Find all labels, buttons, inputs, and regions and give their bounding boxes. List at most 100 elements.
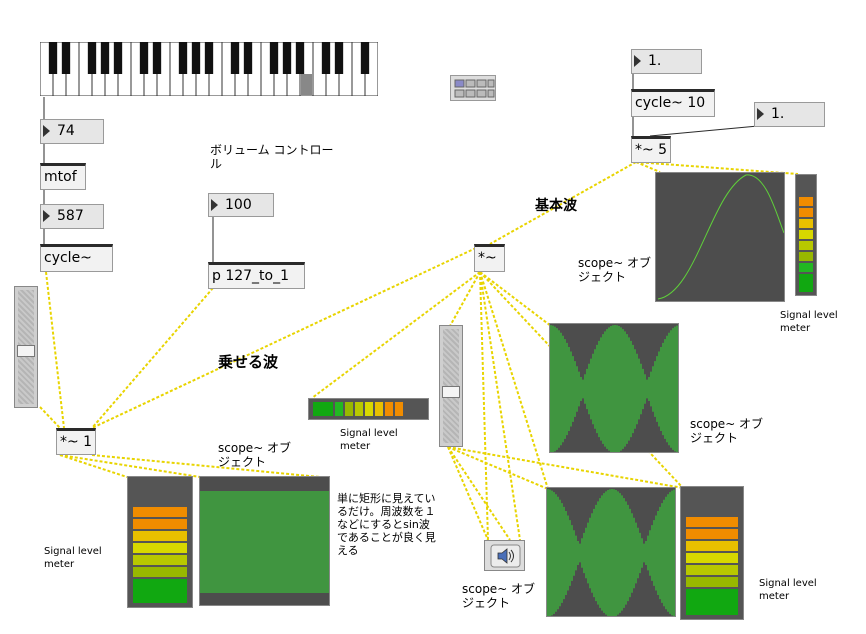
number-arrow-icon	[43, 125, 50, 137]
meter-seg	[133, 579, 187, 603]
multiply-object-center[interactable]: *~	[474, 244, 505, 272]
volume-value: 100	[225, 197, 252, 213]
meter-seg	[686, 517, 738, 527]
number-arrow-icon	[43, 210, 50, 222]
black-key[interactable]	[178, 42, 188, 74]
subpatch-label: p 127_to_1	[212, 268, 290, 284]
meter-seg	[686, 529, 738, 539]
cycle-object-left[interactable]: cycle~	[40, 244, 113, 272]
meter-seg	[313, 402, 333, 416]
meter-seg	[799, 208, 813, 217]
meter-seg	[686, 589, 738, 615]
black-key[interactable]	[113, 42, 123, 74]
black-key[interactable]	[360, 42, 370, 74]
number-arrow-icon	[757, 108, 764, 120]
black-key[interactable]	[230, 42, 240, 74]
speaker-icon	[490, 544, 521, 568]
black-key[interactable]	[321, 42, 331, 74]
meter-seg	[395, 402, 403, 416]
meter-seg	[133, 519, 187, 529]
explanation-note: 単に矩形に見えているだけ。周波数を１などにするとsin波であることが良く見える	[337, 492, 436, 557]
meter-seg	[686, 577, 738, 587]
volume-slider-left[interactable]	[14, 286, 38, 408]
fundamental-wave-label: 基本波	[535, 198, 577, 214]
volume-slider-center[interactable]	[439, 325, 463, 447]
black-key[interactable]	[152, 42, 162, 74]
frequency-box[interactable]: 587	[40, 204, 104, 229]
signal-meter-bottom-right	[680, 486, 744, 620]
black-key[interactable]	[100, 42, 110, 74]
gain-box[interactable]: 1.	[754, 102, 825, 127]
meter-seg	[133, 555, 187, 565]
black-key[interactable]	[204, 42, 214, 74]
slider-knob[interactable]	[442, 386, 460, 398]
meter-seg	[799, 219, 813, 228]
black-key[interactable]	[87, 42, 97, 74]
scope-label-middle: scope~ オブジェクト	[690, 417, 764, 445]
scope-label-bottom-center: scope~ オブジェクト	[462, 582, 536, 610]
subpatch-object[interactable]: p 127_to_1	[208, 262, 305, 289]
number-arrow-icon	[634, 55, 641, 67]
black-key[interactable]	[61, 42, 71, 74]
signal-meter-label-bottom-right: Signal level meter	[759, 578, 817, 602]
meter-seg	[365, 402, 373, 416]
mtof-object[interactable]: mtof	[40, 163, 86, 190]
black-key[interactable]	[191, 42, 201, 74]
meter-seg	[799, 263, 813, 272]
black-key[interactable]	[269, 42, 279, 74]
black-key[interactable]	[282, 42, 292, 74]
note-number-value: 74	[57, 123, 75, 139]
frequency-value: 587	[57, 208, 84, 224]
scope-sine[interactable]	[655, 172, 785, 302]
osc-freq-box[interactable]: 1.	[631, 49, 702, 74]
mtof-label: mtof	[44, 169, 77, 185]
active-key-highlight	[301, 74, 312, 95]
cycle-label-right: cycle~ 10	[635, 95, 706, 111]
multiply-label-center: *~	[478, 250, 497, 266]
signal-meter-top-right	[795, 174, 817, 296]
scope-square[interactable]	[199, 476, 330, 606]
black-key[interactable]	[295, 42, 305, 74]
cycle-label-left: cycle~	[44, 250, 92, 266]
multiply-object-left[interactable]: *~ 1	[56, 428, 96, 455]
meter-seg	[799, 252, 813, 261]
signal-meter-horizontal	[308, 398, 429, 420]
scope-label-bottom-left: scope~ オブジェクト	[218, 441, 292, 469]
black-key[interactable]	[243, 42, 253, 74]
gain-value: 1.	[771, 106, 785, 122]
slider-knob[interactable]	[17, 345, 35, 357]
signal-meter-label-center: Signal level meter	[340, 428, 398, 452]
multiply-label-left: *~ 1	[60, 434, 93, 450]
meter-seg	[375, 402, 383, 416]
note-number-box[interactable]: 74	[40, 119, 104, 144]
signal-meter-label-top-right: Signal level meter	[780, 310, 838, 334]
meter-seg	[133, 507, 187, 517]
meter-seg	[345, 402, 353, 416]
meter-seg	[133, 543, 187, 553]
meter-seg	[133, 531, 187, 541]
black-key[interactable]	[334, 42, 344, 74]
modulating-wave-label: 乗せる波	[218, 353, 279, 371]
scope-label-top-right: scope~ オブジェクト	[578, 256, 652, 284]
meter-seg	[133, 567, 187, 577]
cycle-object-right[interactable]: cycle~ 10	[631, 89, 715, 117]
black-key[interactable]	[48, 42, 58, 74]
black-key[interactable]	[139, 42, 149, 74]
meter-seg	[799, 230, 813, 239]
multiply-object-right[interactable]: *~ 5	[631, 136, 671, 163]
osc-freq-value: 1.	[648, 53, 662, 69]
scope-am-middle[interactable]	[549, 323, 679, 453]
meter-seg	[799, 241, 813, 250]
multiply-label-right: *~ 5	[635, 142, 668, 158]
meter-seg	[686, 553, 738, 563]
dac-speaker-button[interactable]	[484, 540, 525, 571]
number-arrow-icon	[211, 199, 218, 211]
scope-am-bottom[interactable]	[546, 487, 676, 617]
piano-keyboard[interactable]	[40, 42, 378, 96]
matrix-grid-icon[interactable]	[450, 75, 496, 101]
volume-value-box[interactable]: 100	[208, 193, 274, 217]
signal-meter-label-bottom-left: Signal level meter	[44, 546, 102, 570]
meter-seg	[385, 402, 393, 416]
meter-seg	[799, 197, 813, 206]
